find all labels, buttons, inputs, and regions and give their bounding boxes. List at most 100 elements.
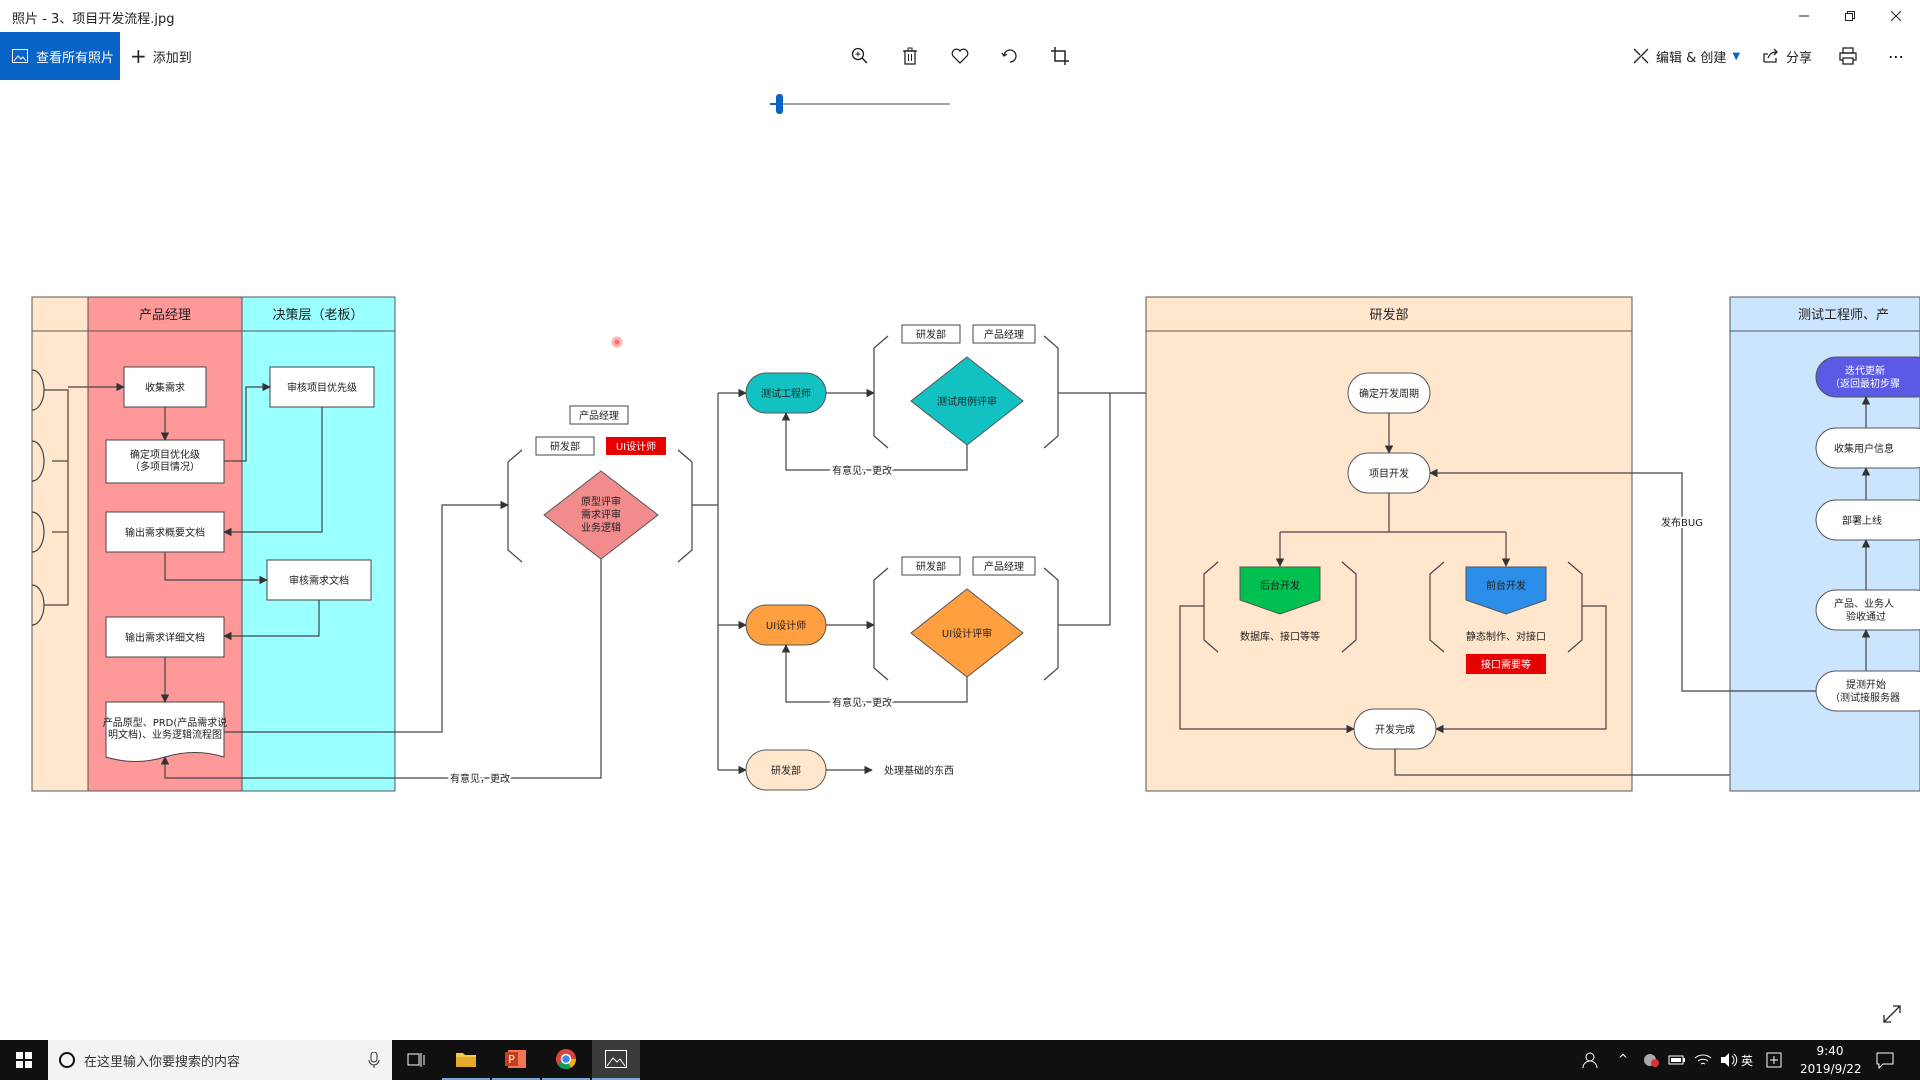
lane-left-partial [31,296,89,792]
favorite-button[interactable] [948,44,972,68]
start-button[interactable] [0,1040,48,1080]
restore-button[interactable] [1827,0,1873,32]
node-collect-label: 收集需求 [145,381,185,394]
share-button[interactable]: 分享 [1762,32,1812,80]
node-backend-label: 后台开发 [1260,579,1300,592]
node-deploy-label: 部署上线 [1842,514,1882,527]
tray-battery[interactable] [1668,1052,1686,1072]
tag-pm-2-label: 产品经理 [984,328,1024,341]
fullscreen-button[interactable] [1882,1004,1906,1028]
clock-date: 2019/9/22 [1800,1062,1862,1076]
node-project-dev [1347,452,1431,494]
show-hidden-icons-button[interactable]: ^ [1618,1052,1628,1066]
node-project-dev-label: 项目开发 [1369,467,1409,480]
lane-test-title: 测试工程师、产 [1798,308,1889,323]
node-outline-doc [105,511,225,553]
node-dev-done [1353,708,1437,750]
node-basic-label: 处理基础的东西 [884,764,954,777]
input-language[interactable]: 英 [1741,1054,1754,1068]
node-collect-user-label: 收集用户信息 [1834,442,1894,455]
left-partial-brackets [31,369,69,626]
ime-icon [1766,1052,1782,1068]
node-frontend [1465,566,1547,615]
people-button[interactable] [1582,1051,1600,1073]
lane-test [1729,296,1920,792]
expand-icon [1883,1005,1901,1023]
trash-icon [903,47,917,65]
node-tester [745,372,827,414]
tray-volume[interactable] [1720,1052,1738,1072]
notification-icon [1876,1052,1894,1070]
delete-button[interactable] [898,44,922,68]
restore-icon [1845,11,1855,21]
cursor-dot [611,336,623,348]
lane-dev [1145,296,1633,792]
taskbar-search[interactable]: 在这里输入你要搜索的内容 [48,1040,392,1080]
plus-icon: + [130,44,147,68]
tag-pm-3 [972,556,1036,576]
minimize-button[interactable] [1781,0,1827,32]
view-all-photos-button[interactable]: 查看所有照片 [0,32,120,80]
photos-icon [12,49,28,63]
node-ui-review [910,588,1024,678]
node-test-start-label-2: （测试接服务器 [1830,691,1900,704]
tray-network[interactable] [1694,1052,1712,1072]
taskbar-powerpoint[interactable]: P [492,1040,540,1080]
node-review-priority-label: 审核项目优先级 [287,381,357,394]
search-placeholder: 在这里输入你要搜索的内容 [84,1054,241,1070]
chevron-up-icon: ^ [1618,1052,1629,1066]
close-icon [1891,11,1901,21]
node-review-priority [269,366,375,408]
tag-pm-3-label: 产品经理 [984,560,1024,573]
node-test-case-review [910,356,1024,446]
tag-pm-1-label: 产品经理 [579,409,619,422]
taskbar-chrome[interactable] [542,1040,590,1080]
close-button[interactable] [1873,0,1919,32]
people-icon [1582,1052,1598,1069]
action-center-button[interactable] [1876,1051,1894,1073]
rotate-button[interactable] [998,44,1022,68]
node-prototype [105,701,225,762]
tag-dev-2 [901,324,961,344]
zoom-slider[interactable] [770,92,950,116]
more-icon: ⋯ [1888,46,1904,66]
clock[interactable]: 9:40 2019/9/22 [1800,1042,1862,1078]
folder-icon [456,1053,476,1067]
node-frontend-label: 前台开发 [1486,579,1526,592]
taskbar-explorer[interactable] [442,1040,490,1080]
node-accept [1815,589,1920,631]
more-button[interactable]: ⋯ [1884,44,1908,68]
node-priority [105,439,225,484]
feedback-label-1: 有意见，更改 [832,464,892,477]
task-view-icon [407,1053,425,1067]
node-dev-done-label: 开发完成 [1375,723,1415,736]
node-backend [1239,566,1321,615]
tag-pm-1 [569,405,629,425]
bug-label: 发布BUG [1661,516,1703,529]
microphone-icon [368,1052,380,1068]
tray-ime[interactable] [1766,1052,1782,1072]
edit-icon [1633,48,1649,64]
task-view-button[interactable] [392,1040,440,1080]
node-review-doc-label: 审核需求文档 [289,574,349,587]
lane-boss-title: 决策层（老板） [272,307,363,323]
flowchart-image: .ln{fill:none;stroke:#444;stroke-width:1… [31,296,1920,792]
cortana-icon [59,1052,75,1068]
edit-create-button[interactable]: 编辑 & 创建 ▼ [1632,32,1740,80]
tag-dev-1-label: 研发部 [550,440,580,453]
zoom-in-button[interactable] [848,44,872,68]
tray-defender[interactable] [1642,1052,1660,1072]
print-button[interactable] [1836,44,1860,68]
add-to-button[interactable]: + 添加到 [130,32,192,80]
node-review-1-label-b: 需求评审 [581,508,621,521]
wifi-icon [1694,1054,1712,1065]
share-label: 分享 [1786,50,1813,66]
tag-pm-2 [972,324,1036,344]
node-outline-doc-label: 输出需求概要文档 [125,526,205,539]
node-priority-label-1: 确定项目优化级 [130,448,200,461]
node-tester-label: 测试工程师 [761,387,811,400]
taskbar-photos[interactable] [592,1040,640,1080]
security-icon [1644,1054,1659,1067]
crop-button[interactable] [1048,44,1072,68]
title-bar: 照片 - 3、项目开发流程.jpg [0,0,1920,32]
